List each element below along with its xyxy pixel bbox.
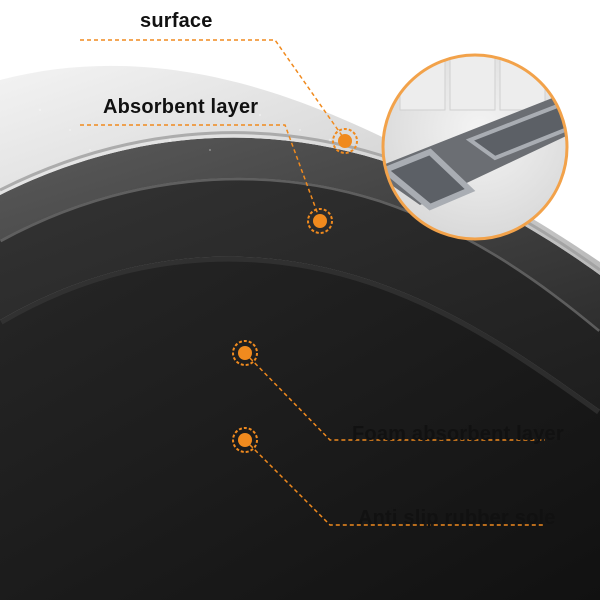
callout-surface-label: surface — [140, 10, 213, 33]
callout-foam-absorbent-layer-label: Foam absorbent layer — [352, 423, 564, 446]
callout-absorbent-layer-label: Absorbent layer — [103, 96, 258, 119]
callout-anti-slip-rubber-sole-label: Anti slip rubber sole — [358, 507, 556, 530]
